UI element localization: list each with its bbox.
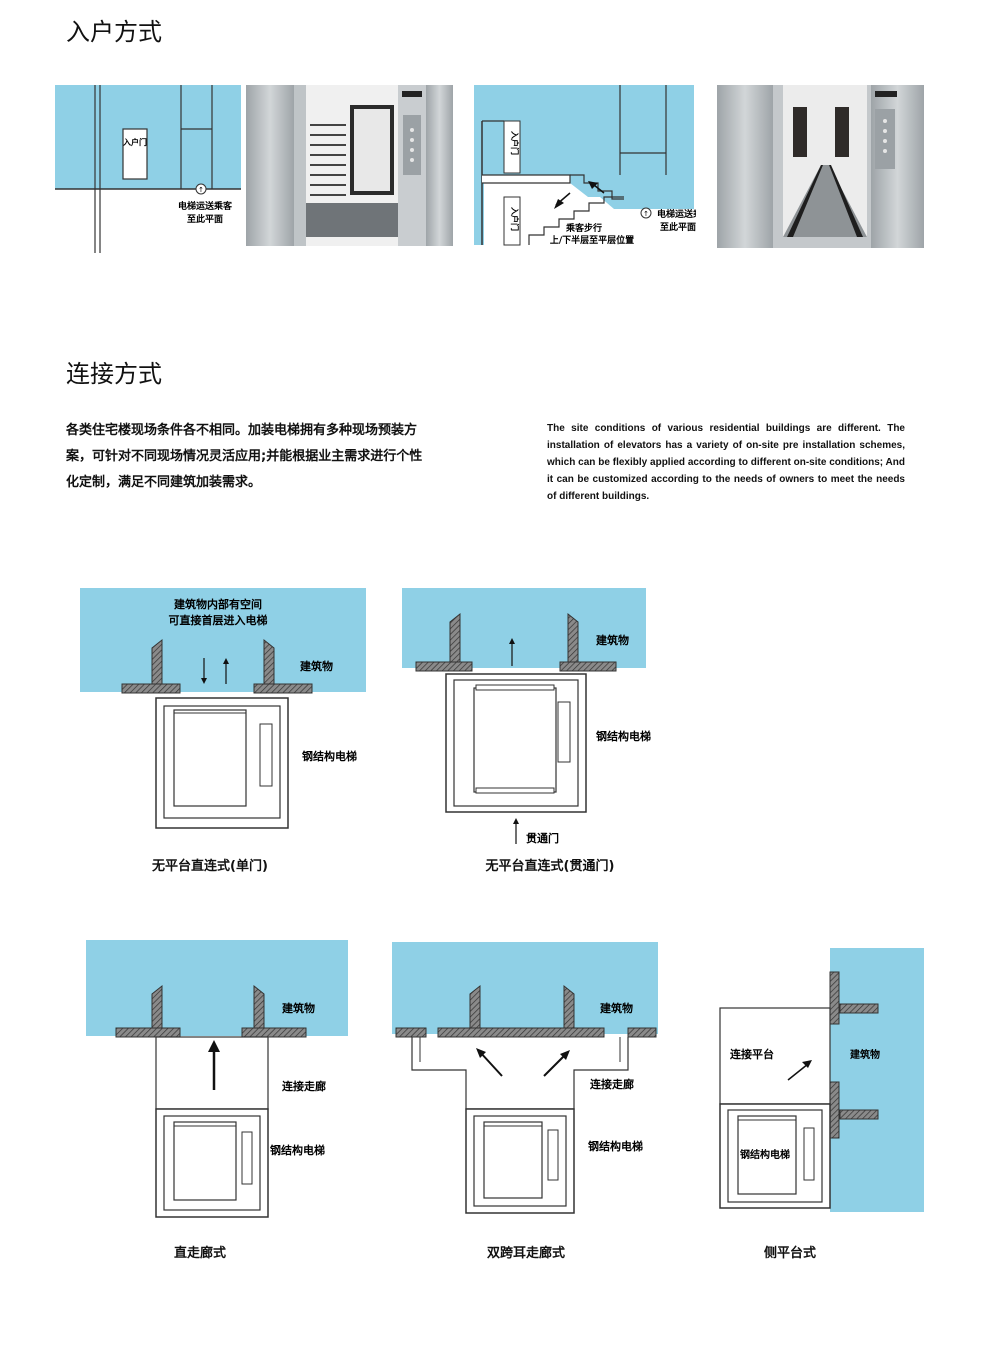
space-note-line2: 可直接首层进入电梯 bbox=[169, 613, 268, 627]
caption-direct-through: 无平台直连式(贯通门) bbox=[485, 859, 615, 874]
elevator-photo-corridor bbox=[717, 85, 924, 248]
entry-floorplan-diagram-2: 入户门 入户门 ↑ 电梯运送乘客 至此平面 乘客步行 上/下半层至平层位置 bbox=[474, 85, 696, 246]
elevator-label: 钢结构电梯 bbox=[596, 729, 651, 743]
diagram1-note-line2: 至此平面 bbox=[187, 213, 223, 225]
corridor-label: 连接走廊 bbox=[282, 1079, 326, 1093]
diagram2-note-line2: 至此平面 bbox=[660, 221, 696, 233]
elevator-label: 钢结构电梯 bbox=[270, 1143, 325, 1157]
elevator-photo-stair bbox=[246, 85, 453, 246]
building-label: 建筑物 bbox=[300, 659, 333, 673]
corridor-label: 连接走廊 bbox=[590, 1077, 634, 1091]
diagram1-note-line1: 电梯运送乘客 bbox=[178, 200, 233, 212]
intro-chinese: 各类住宅楼现场条件各不相同。加装电梯拥有多种现场预装方案，可针对不同现场情况灵活… bbox=[66, 423, 423, 490]
diagram-direct-through-door: 建筑物 钢结构电梯 贯通门 bbox=[402, 588, 651, 845]
elevator-label: 钢结构电梯 bbox=[302, 749, 357, 763]
diagram-dual-corridor: 建筑物 连接走廊 钢结构电梯 bbox=[392, 942, 658, 1214]
door-icon bbox=[122, 128, 148, 180]
section-title-connection: 连接方式 bbox=[66, 360, 162, 388]
building-label: 建筑物 bbox=[596, 633, 629, 647]
svg-text:入户门: 入户门 bbox=[122, 137, 147, 147]
caption-direct-single: 无平台直连式(单门) bbox=[152, 859, 268, 874]
caption-dual-corridor: 双跨耳走廊式 bbox=[486, 1246, 565, 1261]
diagram-straight-corridor: 建筑物 连接走廊 钢结构电梯 bbox=[86, 940, 348, 1218]
elevator-position-icon bbox=[195, 183, 207, 195]
building-label: 建筑物 bbox=[849, 1048, 880, 1061]
diagram-direct-single-door: 建筑物内部有空间 可直接首层进入电梯 建筑物 钢结构电梯 bbox=[80, 588, 366, 829]
walk-note-line2: 上/下半层至平层位置 bbox=[550, 234, 634, 246]
caption-side-platform: 侧平台式 bbox=[763, 1246, 816, 1261]
through-door-label: 贯通门 bbox=[526, 831, 559, 845]
elevator-label: 钢结构电梯 bbox=[740, 1148, 790, 1161]
arrow-icon bbox=[787, 1063, 809, 1081]
intro-english: The site conditions of various residenti… bbox=[547, 423, 905, 502]
platform-label: 连接平台 bbox=[730, 1047, 774, 1061]
svg-text:↑: ↑ bbox=[643, 210, 649, 218]
arrow-icon bbox=[593, 184, 605, 194]
diagram-side-platform: 连接平台 建筑物 钢结构电梯 bbox=[719, 948, 924, 1212]
building-label: 建筑物 bbox=[600, 1001, 633, 1015]
svg-text:↑: ↑ bbox=[198, 186, 204, 194]
door-label-top: 入户门 bbox=[510, 130, 520, 155]
section-title-entry: 入户方式 bbox=[66, 18, 162, 46]
door-label-bottom: 入户门 bbox=[510, 206, 520, 231]
entry-floorplan-diagram-1: 入户门 ↑ 电梯运送乘客 至此平面 bbox=[55, 85, 241, 253]
space-note-line1: 建筑物内部有空间 bbox=[174, 597, 262, 611]
diagram2-note-line1: 电梯运送乘客 bbox=[657, 208, 696, 220]
elevator-label: 钢结构电梯 bbox=[588, 1139, 643, 1153]
caption-straight-corridor: 直走廊式 bbox=[173, 1246, 226, 1261]
elevator-position-icon-2 bbox=[640, 207, 652, 219]
building-label: 建筑物 bbox=[282, 1001, 315, 1015]
arrow-icon bbox=[543, 1053, 567, 1077]
door-label: 入户门 bbox=[122, 137, 147, 147]
arrow-icon bbox=[479, 1051, 503, 1077]
walk-note-line1: 乘客步行 bbox=[565, 222, 602, 234]
